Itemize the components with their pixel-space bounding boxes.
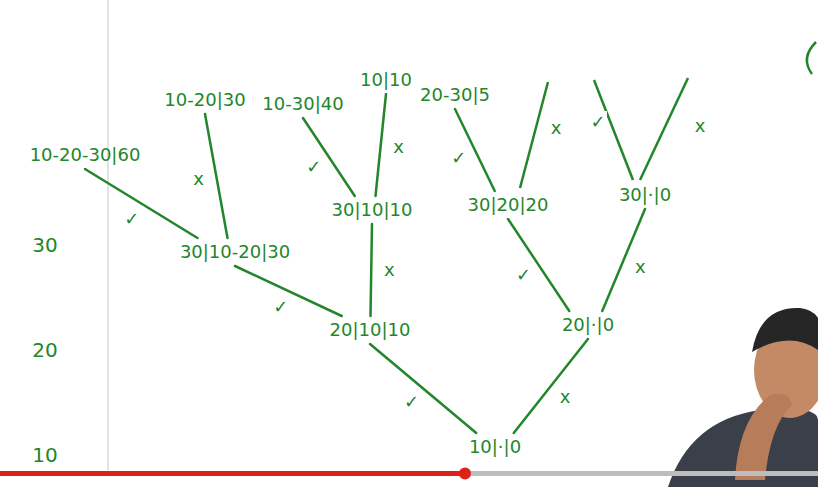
presenter-hand — [735, 394, 792, 480]
branch-mark: x — [634, 256, 647, 278]
progress-bar — [0, 471, 465, 476]
tree-branch — [514, 339, 588, 433]
branch-line — [640, 78, 688, 180]
level-number: 30 — [32, 233, 57, 257]
tree-node: 20|10|10 — [328, 319, 413, 341]
tree-node: 20|·|0 — [560, 314, 616, 336]
tree-node: 10|·|0 — [467, 436, 523, 458]
node-text: 10|·|0 — [469, 436, 521, 458]
level-number: 10 — [32, 443, 57, 467]
branch-mark: ✓ — [272, 296, 289, 318]
level-number: 20 — [32, 338, 57, 362]
tree-branch — [508, 219, 569, 311]
tree-branch — [205, 114, 228, 238]
tree-branch — [303, 118, 355, 196]
partial-circle — [807, 42, 816, 74]
tree-node: 10-20|30 — [162, 89, 247, 111]
branch-mark: x — [559, 386, 572, 408]
tree-branch — [371, 224, 373, 316]
branch-mark: ✓ — [305, 156, 322, 178]
node-text: 10|10 — [360, 69, 412, 91]
margin-line — [107, 0, 109, 470]
progress-track — [0, 471, 818, 476]
presenter — [668, 308, 818, 487]
branch-mark: x — [392, 136, 405, 158]
node-text: 30|10-20|30 — [180, 241, 290, 263]
node-text: 30|20|20 — [468, 194, 549, 216]
node-text: 30|·|0 — [619, 184, 671, 206]
tree-node: 10|10 — [358, 69, 414, 91]
tree-node: 30|20|20 — [466, 194, 551, 216]
branch-mark: ✓ — [589, 111, 606, 133]
node-text: 20|·|0 — [562, 314, 614, 336]
node-text: 10-20-30|60 — [30, 144, 141, 166]
tree-node: 30|10-20|30 — [178, 241, 292, 263]
node-text: 20|10|10 — [330, 319, 411, 341]
branch-mark: ✓ — [123, 208, 140, 230]
presenter-hair — [752, 308, 818, 352]
tree-node: 20-30|5 — [418, 84, 492, 106]
branch-mark: ✓ — [450, 147, 467, 169]
branch-mark: x — [550, 117, 563, 139]
tree-branch — [376, 94, 387, 196]
branch-mark: x — [383, 259, 396, 281]
tree-node: 10-20-30|60 — [28, 144, 143, 166]
node-text: 10-20|30 — [164, 89, 245, 111]
tree-node: 10-30|40 — [260, 93, 345, 115]
branch-mark: x — [694, 115, 707, 137]
tree-node: 30|10|10 — [330, 199, 415, 221]
tree-branch — [85, 169, 198, 238]
branch-mark: ✓ — [403, 391, 420, 413]
progress-knob — [459, 468, 471, 480]
node-text: 20-30|5 — [420, 84, 490, 106]
node-text: 30|10|10 — [332, 199, 413, 221]
branch-mark: ✓ — [515, 264, 532, 286]
node-text: 10-30|40 — [262, 93, 343, 115]
branch-line — [520, 82, 548, 188]
tree-branch — [370, 344, 476, 433]
tree-node: 30|·|0 — [617, 184, 673, 206]
branch-mark: x — [192, 168, 205, 190]
